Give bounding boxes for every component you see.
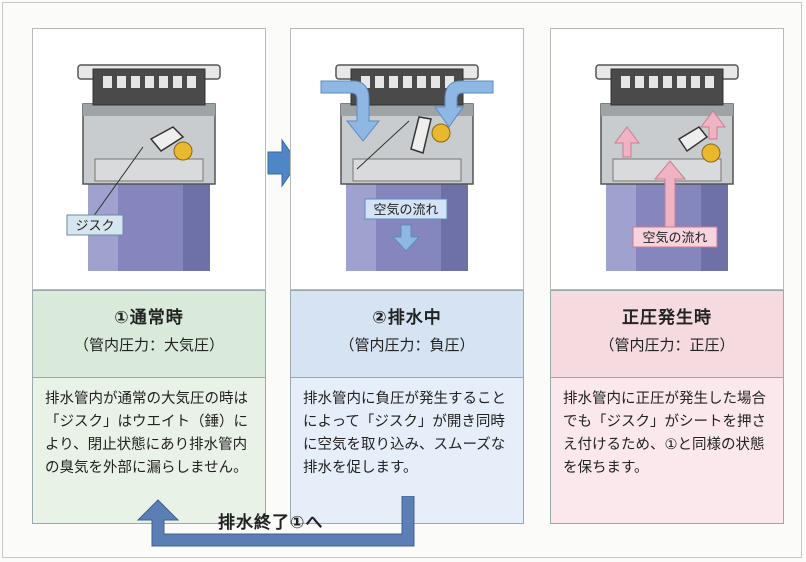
- air-flow-right-icon: [434, 80, 494, 128]
- svg-text:空気の流れ: 空気の流れ: [642, 230, 707, 246]
- panel-subtitle: （管内圧力：負圧）: [339, 336, 475, 354]
- svg-text:空気の流れ: 空気の流れ: [373, 202, 438, 218]
- panel-subtitle: （管内圧力：正圧）: [599, 336, 735, 354]
- disc: [149, 126, 185, 152]
- valve-illustration-draining: 空気の流れ: [290, 28, 524, 290]
- valve-illustration-normal: ジスク: [32, 28, 266, 290]
- return-arrow-icon: [136, 496, 415, 547]
- panel-title: ②排水中: [372, 308, 442, 328]
- panel-header: ②排水中 （管内圧力：負圧）: [290, 290, 524, 378]
- air-flow-callout: [364, 198, 448, 220]
- disc-callout: [66, 214, 124, 236]
- valve-illustration-positive: 空気の流れ: [550, 28, 784, 290]
- panel-subtitle: （管内圧力：大気圧）: [73, 336, 224, 354]
- up-arrow-right-icon: [700, 110, 726, 140]
- disc: [410, 116, 432, 154]
- panel-header: ①通常時 （管内圧力：大気圧）: [32, 290, 266, 378]
- panel-header: 正圧発生時 （管内圧力：正圧）: [550, 290, 784, 378]
- weight: [431, 123, 451, 143]
- air-flow-callout: [632, 226, 718, 248]
- valve-draining-svg: 空気の流れ: [320, 64, 494, 271]
- panel-description: 排水管内に正圧が発生した場合でも「ジスク」がシートを押さえ付けるため、①と同様の…: [550, 378, 784, 524]
- air-flow-left-icon: [320, 80, 381, 142]
- weight: [173, 141, 193, 161]
- return-label: 排水終了①へ: [218, 513, 324, 533]
- down-arrow-icon: [391, 224, 421, 252]
- up-arrow-left-icon: [614, 126, 640, 158]
- panel-description: 排水管内に負圧が発生することによって「ジスク」が開き同時に空気を取り込み、スムー…: [290, 378, 524, 524]
- valve-positive-svg: 空気の流れ: [595, 64, 739, 271]
- panel-title: ①通常時: [114, 308, 184, 328]
- weight: [701, 143, 721, 163]
- valve-normal-svg: ジスク: [66, 64, 221, 271]
- svg-text:ジスク: ジスク: [75, 219, 114, 234]
- panel-title: 正圧発生時: [622, 308, 712, 328]
- disc: [677, 126, 709, 153]
- panel-description: 排水管内が通常の大気圧の時は「ジスク」はウエイト（錘）により、閉止状態にあり排水…: [32, 378, 266, 524]
